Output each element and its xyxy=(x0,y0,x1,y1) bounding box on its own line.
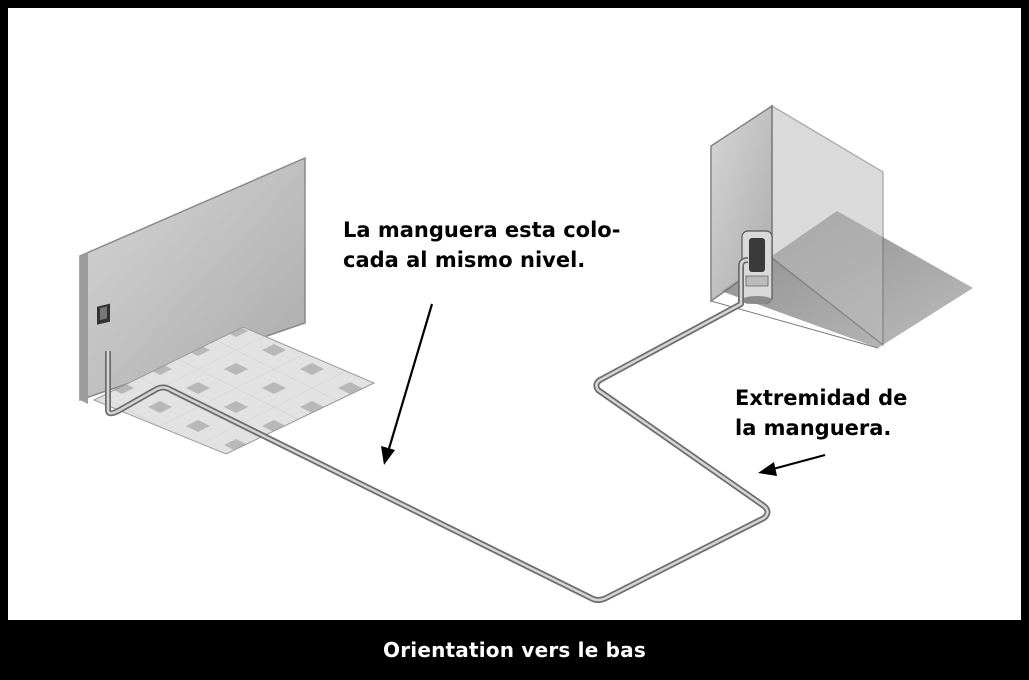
right-room xyxy=(710,104,973,349)
left-room-tiled-floor xyxy=(92,326,376,455)
callout-hose-end: Extremidad de la manguera. xyxy=(735,383,907,443)
wall-outlet-icon xyxy=(97,303,110,325)
figure-caption: Orientation vers le bas xyxy=(383,638,646,662)
central-vacuum-unit-icon xyxy=(741,230,773,304)
callout-hose-level: La manguera esta colo- cada al mismo niv… xyxy=(343,215,620,275)
installation-illustration xyxy=(79,104,973,603)
arrow-hose-end-icon xyxy=(758,453,826,476)
callout-hose-end-line-2: la manguera. xyxy=(735,416,892,440)
left-room-wall-edge xyxy=(80,252,88,404)
arrow-hose-level-icon xyxy=(381,303,434,465)
left-room xyxy=(79,156,376,455)
callout-hose-level-line-1: La manguera esta colo- xyxy=(343,218,621,242)
callout-hose-level-line-2: cada al mismo nivel. xyxy=(343,248,586,272)
hose-path xyxy=(105,257,771,603)
right-room-side-wall xyxy=(771,104,884,347)
diagram-canvas: La manguera esta colo- cada al mismo niv… xyxy=(8,8,1021,620)
callout-hose-end-line-1: Extremidad de xyxy=(735,386,908,410)
